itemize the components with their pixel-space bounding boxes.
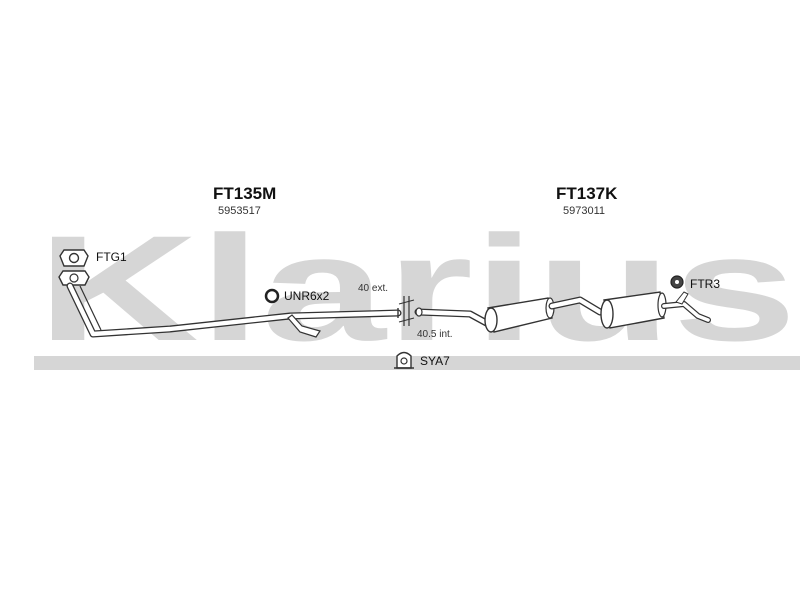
clamp-ring-label: UNR6x2 bbox=[284, 289, 330, 303]
rubber-hanger-icon bbox=[670, 275, 684, 289]
klarius-watermark-logo: Klarius bbox=[37, 212, 797, 362]
rear-silencer-number: 5973011 bbox=[563, 205, 606, 217]
mount-icon bbox=[394, 351, 414, 369]
joint-marks bbox=[398, 296, 415, 326]
clamp-ring-icon bbox=[264, 288, 280, 304]
gasket-icon bbox=[59, 249, 89, 267]
rear-silencer-assembly bbox=[414, 291, 711, 333]
rear-silencer-code: FT137K bbox=[556, 184, 618, 203]
internal-diameter-label: 40.5 int. bbox=[417, 329, 453, 340]
external-diameter-label: 40 ext. bbox=[358, 283, 389, 294]
mount-label: SYA7 bbox=[420, 354, 450, 368]
front-pipe-code: FT135M bbox=[213, 184, 277, 203]
front-pipe bbox=[58, 270, 402, 338]
watermark-text: Klarius bbox=[37, 212, 797, 362]
watermark-bar bbox=[34, 356, 800, 370]
gasket-label: FTG1 bbox=[96, 250, 127, 264]
rubber-hanger-label: FTR3 bbox=[690, 277, 720, 291]
front-pipe-number: 5953517 bbox=[218, 205, 261, 217]
